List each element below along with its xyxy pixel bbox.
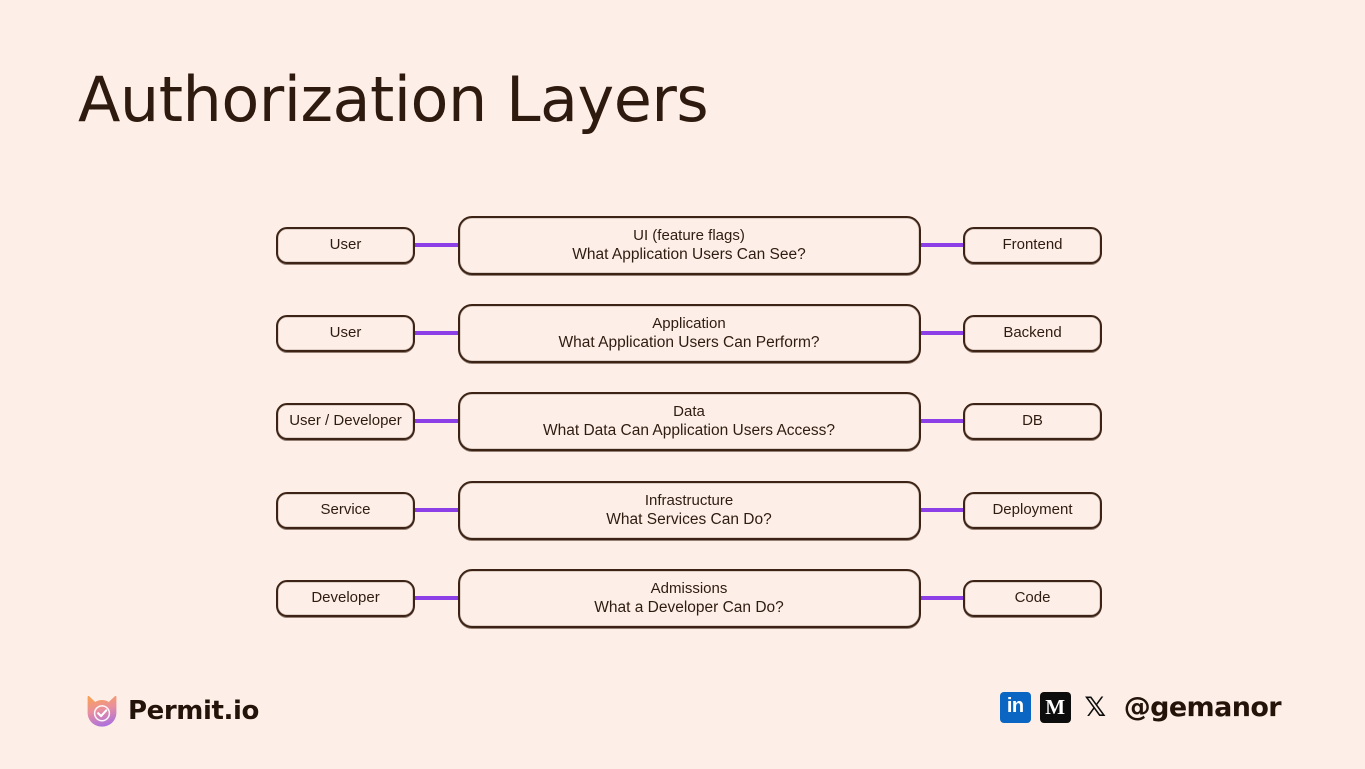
x-twitter-icon[interactable]: 𝕏 [1084, 692, 1107, 723]
brand-name: Permit.io [128, 696, 259, 726]
actor-label: Developer [311, 589, 380, 606]
actor-box[interactable]: User [276, 314, 415, 352]
connector-line-right [920, 508, 963, 512]
social-handle: @gemanor [1123, 692, 1282, 723]
target-box[interactable]: Backend [963, 314, 1102, 352]
layer-row: Service Infrastructure What Services Can… [276, 479, 1102, 541]
connector-line-right [920, 419, 963, 423]
layer-title: Data [673, 402, 705, 420]
actor-label: Service [320, 501, 371, 518]
connector-line-left [415, 243, 458, 247]
connector-line-left [415, 508, 458, 512]
connector-line-right [920, 596, 963, 600]
target-box[interactable]: Code [963, 579, 1102, 617]
connector-line-right [920, 243, 963, 247]
layer-box[interactable]: Admissions What a Developer Can Do? [457, 568, 921, 628]
actor-label: User [329, 236, 362, 253]
layer-box[interactable]: Application What Application Users Can P… [457, 303, 921, 363]
brand-logo: Permit.io [86, 694, 259, 728]
linkedin-icon[interactable]: in [999, 692, 1031, 723]
layer-title: UI (feature flags) [633, 226, 745, 244]
target-label: Frontend [1002, 236, 1063, 253]
actor-box[interactable]: Service [276, 491, 415, 529]
target-label: DB [1022, 412, 1043, 429]
layer-title: Application [652, 314, 726, 332]
page-title: Authorization Layers [78, 63, 709, 136]
actor-label: User / Developer [289, 412, 402, 429]
layer-row: Developer Admissions What a Developer Ca… [276, 567, 1102, 629]
target-box[interactable]: DB [963, 402, 1102, 440]
actor-box[interactable]: User [276, 226, 415, 264]
connector-line-left [415, 419, 458, 423]
connector-line-left [415, 331, 458, 335]
layer-box[interactable]: Data What Data Can Application Users Acc… [457, 391, 921, 451]
target-label: Code [1014, 589, 1051, 606]
layer-question: What Application Users Can See? [572, 245, 806, 263]
layer-question: What a Developer Can Do? [594, 598, 784, 616]
layer-title: Infrastructure [644, 491, 734, 509]
actor-label: User [329, 324, 362, 341]
target-box[interactable]: Deployment [963, 491, 1102, 529]
connector-line-right [920, 331, 963, 335]
layer-box[interactable]: UI (feature flags) What Application User… [457, 215, 921, 275]
social-links: in M 𝕏 @gemanor [999, 692, 1282, 723]
layer-row: User UI (feature flags) What Application… [276, 214, 1102, 276]
layer-question: What Data Can Application Users Access? [542, 421, 836, 439]
layer-title: Admissions [650, 579, 728, 597]
layer-question: What Application Users Can Perform? [558, 333, 820, 351]
layer-question: What Services Can Do? [606, 510, 772, 528]
actor-box[interactable]: User / Developer [276, 402, 415, 440]
layer-box[interactable]: Infrastructure What Services Can Do? [457, 480, 921, 540]
target-label: Backend [1003, 324, 1062, 341]
connector-line-left [415, 596, 458, 600]
target-box[interactable]: Frontend [963, 226, 1102, 264]
target-label: Deployment [992, 501, 1073, 518]
layer-row: User Application What Application Users … [276, 302, 1102, 364]
permit-cat-logo-icon [87, 695, 117, 727]
medium-icon[interactable]: M [1039, 692, 1071, 723]
authorization-layers-diagram: User UI (feature flags) What Application… [0, 214, 1365, 644]
actor-box[interactable]: Developer [276, 579, 415, 617]
layer-row: User / Developer Data What Data Can Appl… [276, 390, 1102, 452]
